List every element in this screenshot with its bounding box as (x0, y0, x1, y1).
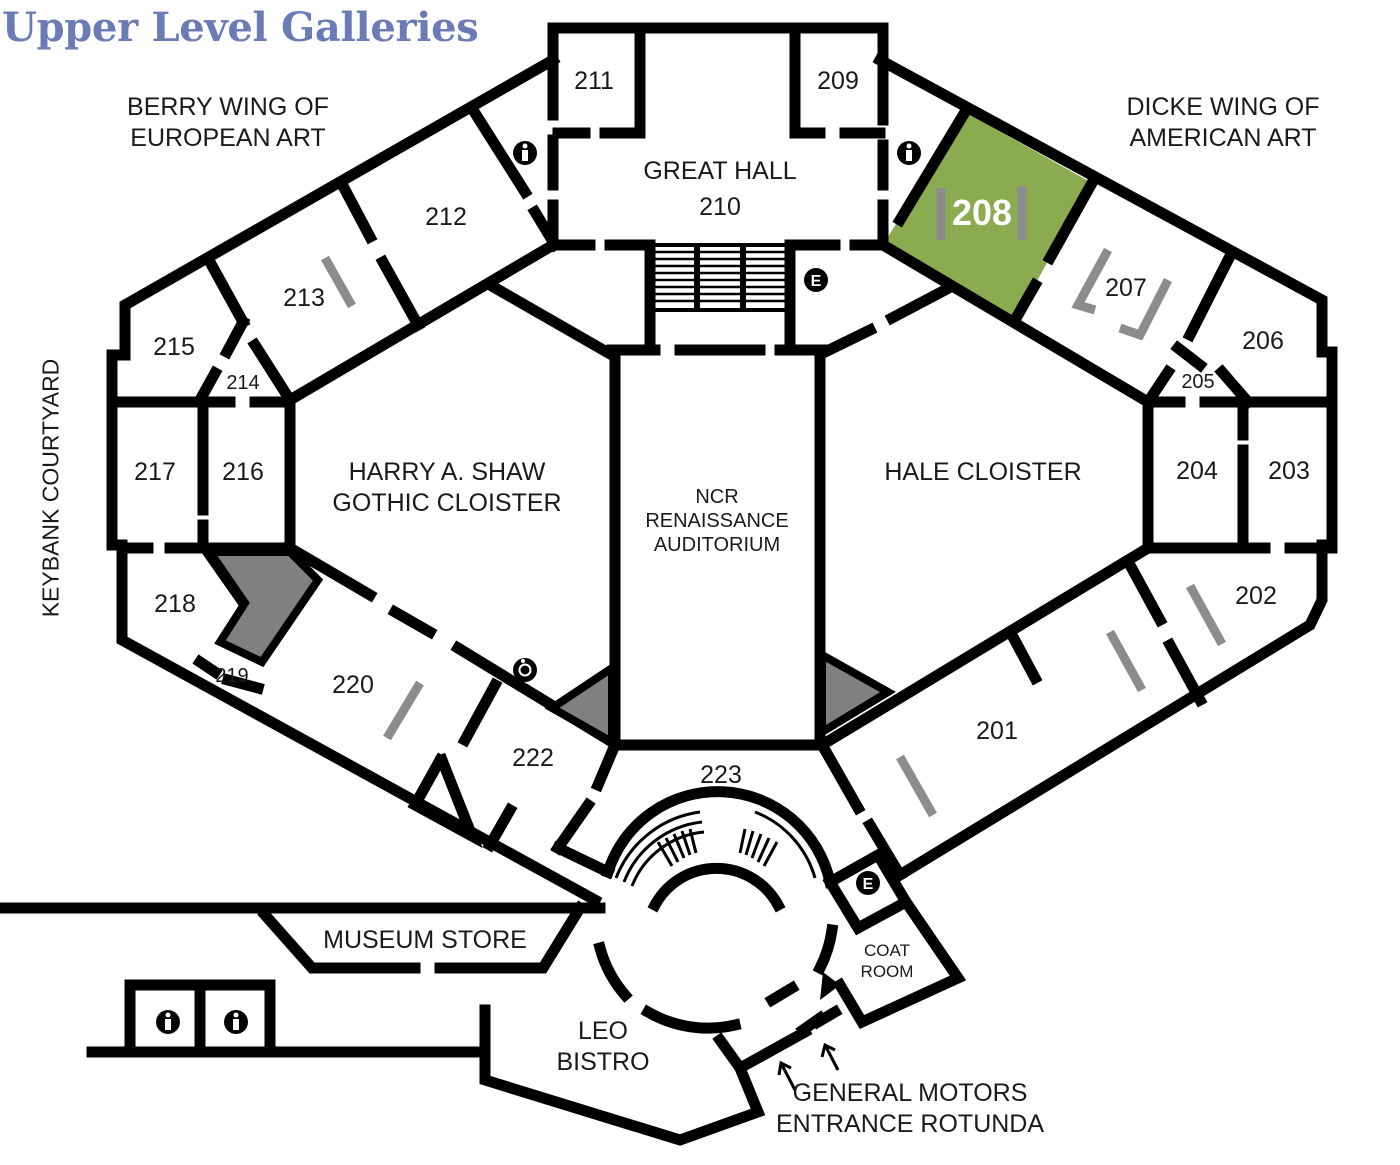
room-217[interactable]: 217 (134, 458, 176, 486)
room-205[interactable]: 205 (1181, 371, 1215, 393)
hale-cloister-label[interactable]: HALE CLOISTER (884, 458, 1082, 486)
room-212[interactable]: 212 (425, 203, 467, 231)
room-222[interactable]: 222 (512, 744, 554, 772)
staircase (648, 243, 792, 312)
room-201[interactable]: 201 (976, 717, 1018, 745)
room-214[interactable]: 214 (226, 372, 260, 394)
restroom-icon (224, 1010, 248, 1034)
room-206[interactable]: 206 (1242, 327, 1284, 355)
restroom-icon (513, 141, 537, 165)
room-223[interactable]: 223 (700, 761, 742, 789)
service-area-center-left (544, 660, 616, 749)
room-213[interactable]: 213 (283, 284, 325, 312)
keybank-courtyard-label: KEYBANK COURTYARD (37, 358, 64, 618)
restroom-icon (897, 141, 921, 165)
restroom-icon (156, 1010, 180, 1034)
room-209[interactable]: 209 (817, 67, 859, 95)
service-area-center-right (818, 648, 896, 740)
svg-text:E: E (811, 273, 822, 290)
room-211[interactable]: 211 (574, 67, 614, 95)
map-title: Upper Level Galleries (2, 4, 479, 51)
museum-store-label[interactable]: MUSEUM STORE (323, 926, 527, 954)
service-area-west (202, 548, 324, 668)
room-216[interactable]: 216 (222, 458, 264, 486)
svg-text:E: E (863, 876, 874, 893)
room-219[interactable]: 219 (215, 665, 249, 687)
elevator-icon: E (856, 871, 880, 895)
room-202[interactable]: 202 (1235, 582, 1277, 610)
room-207[interactable]: 207 (1105, 274, 1147, 302)
room-215[interactable]: 215 (153, 333, 195, 361)
elevator-icon: E (804, 268, 828, 292)
entrance-arrows (777, 1042, 840, 1091)
room-220[interactable]: 220 (332, 671, 374, 699)
room-208-label[interactable]: 208 (951, 192, 1013, 233)
room-204[interactable]: 204 (1176, 457, 1218, 485)
wheelchair-icon (513, 658, 537, 682)
room-218[interactable]: 218 (154, 590, 196, 618)
room-203[interactable]: 203 (1268, 457, 1310, 485)
